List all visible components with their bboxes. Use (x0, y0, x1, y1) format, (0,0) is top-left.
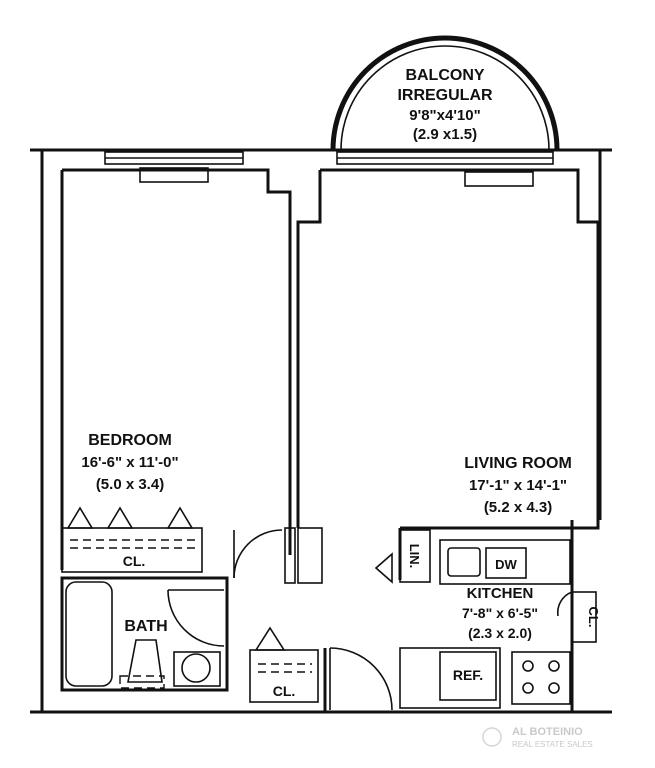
living-window (336, 151, 554, 187)
kitchen-closet-label: CL. (586, 607, 601, 628)
bath (60, 576, 229, 692)
balcony-metric: (2.9 x1.5) (413, 126, 477, 143)
balcony-name-2: IRREGULAR (397, 87, 493, 104)
bedroom-window (104, 151, 244, 183)
kitchen-dims: 7'-8" x 6'-5" (462, 605, 538, 621)
bedroom-closet-label: CL. (123, 553, 146, 569)
refrigerator-label: REF. (453, 667, 483, 683)
living-walls (296, 168, 600, 584)
bedroom-name: BEDROOM (88, 432, 172, 449)
balcony-name: BALCONY (405, 67, 484, 84)
kitchen-label: KITCHEN 7'-8" x 6'-5" (2.3 x 2.0) (462, 585, 538, 641)
kitchen-metric: (2.3 x 2.0) (468, 625, 532, 641)
dishwasher-label: DW (495, 557, 517, 572)
living-room-metric: (5.2 x 4.3) (484, 499, 552, 516)
watermark-line2: REAL ESTATE SALES (512, 740, 593, 749)
hall-closet (249, 626, 319, 703)
bedroom-dims: 16'-6" x 11'-0" (81, 454, 178, 471)
outer-walls (30, 148, 612, 714)
kitchen-name: KITCHEN (467, 585, 534, 602)
watermark-logo-icon (482, 727, 502, 747)
living-room-label: LIVING ROOM 17'-1" x 14'-1" (5.2 x 4.3) (464, 455, 572, 516)
entry-door (323, 647, 393, 712)
watermark: AL BOTEINIO REAL ESTATE SALES (482, 726, 593, 749)
watermark-line1: AL BOTEINIO (512, 726, 583, 738)
balcony-label: BALCONY IRREGULAR 9'8"x4'10" (2.9 x1.5) (397, 67, 493, 143)
bedroom-label: BEDROOM 16'-6" x 11'-0" (5.0 x 3.4) (81, 432, 178, 493)
linen-label: LIN. (407, 544, 422, 569)
balcony (330, 35, 560, 151)
bedroom-closet (61, 506, 203, 573)
living-room-dims: 17'-1" x 14'-1" (469, 477, 567, 494)
bedroom-metric: (5.0 x 3.4) (96, 476, 164, 493)
hall-closet-label: CL. (273, 683, 296, 699)
bath-label: BATH (124, 618, 167, 635)
bedroom-walls (60, 168, 296, 584)
balcony-dims: 9'8"x4'10" (409, 107, 480, 124)
living-room-name: LIVING ROOM (464, 455, 572, 472)
bedroom-door (233, 529, 283, 579)
kitchen (374, 528, 597, 709)
